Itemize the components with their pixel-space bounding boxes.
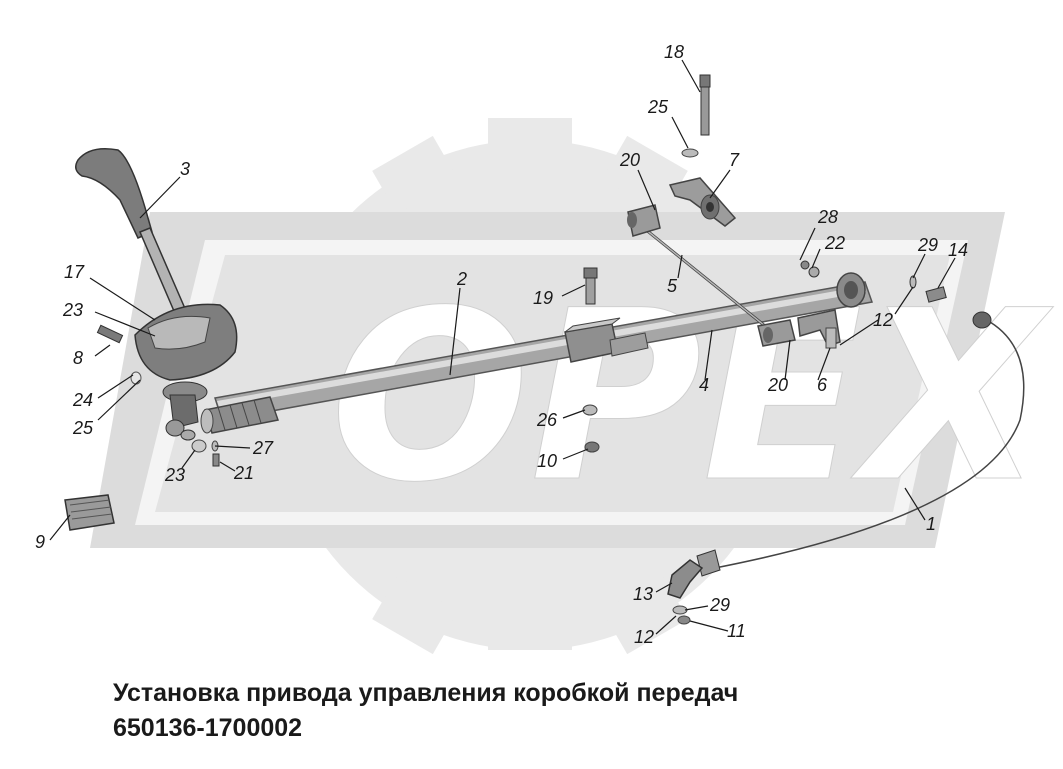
small-fasteners xyxy=(96,260,947,467)
callout-25b: 25 xyxy=(72,418,94,438)
rod-bellows xyxy=(200,396,279,434)
link-rod xyxy=(627,204,796,347)
control-cable xyxy=(667,311,1025,625)
callout-3: 3 xyxy=(180,159,190,179)
bolt-middle xyxy=(583,267,598,305)
callout-26: 26 xyxy=(536,410,558,430)
callout-14: 14 xyxy=(948,240,968,260)
callout-12b: 12 xyxy=(634,627,654,647)
callout-27: 27 xyxy=(252,438,274,458)
diagram-title: Установка привода управления коробкой пе… xyxy=(113,679,739,707)
gearshift-housing xyxy=(134,303,238,441)
callout-20: 20 xyxy=(619,150,640,170)
leader-lines xyxy=(49,59,956,635)
callout-8: 8 xyxy=(73,348,83,368)
callout-11: 11 xyxy=(727,621,746,641)
callout-22: 22 xyxy=(824,233,845,253)
callout-19: 19 xyxy=(533,288,553,308)
callout-28: 28 xyxy=(817,207,838,227)
callout-12: 12 xyxy=(873,310,893,330)
rod-clamp xyxy=(564,317,649,363)
assembly-number: 650136-1700002 xyxy=(113,714,303,742)
callout-13: 13 xyxy=(633,584,653,604)
callout-25: 25 xyxy=(647,97,669,117)
callout-20b: 20 xyxy=(767,375,788,395)
bracket xyxy=(668,177,737,227)
callout-5: 5 xyxy=(667,276,678,296)
callout-29b: 29 xyxy=(709,595,730,615)
callout-23: 23 xyxy=(62,300,83,320)
callout-9: 9 xyxy=(35,532,45,552)
callout-10: 10 xyxy=(537,451,557,471)
callout-7: 7 xyxy=(729,150,740,170)
callout-23b: 23 xyxy=(164,465,185,485)
callout-29: 29 xyxy=(917,235,938,255)
watermark-text: OPEX xyxy=(330,261,1054,534)
callout-1: 1 xyxy=(926,514,936,534)
callout-24: 24 xyxy=(72,390,93,410)
callout-21: 21 xyxy=(233,463,254,483)
watermark-letters: OPEX xyxy=(330,261,1055,535)
callout-6: 6 xyxy=(817,375,828,395)
callout-17: 17 xyxy=(64,262,85,282)
callout-labels: 18 25 20 7 3 28 22 29 14 17 2 19 5 23 12… xyxy=(35,42,968,647)
lever-boot xyxy=(64,494,115,531)
callout-18: 18 xyxy=(664,42,684,62)
bolt-top xyxy=(681,74,711,158)
callout-4: 4 xyxy=(699,375,709,395)
callout-2: 2 xyxy=(456,269,467,289)
watermark-panel xyxy=(90,212,1005,548)
rod-end-fitting xyxy=(797,272,866,349)
